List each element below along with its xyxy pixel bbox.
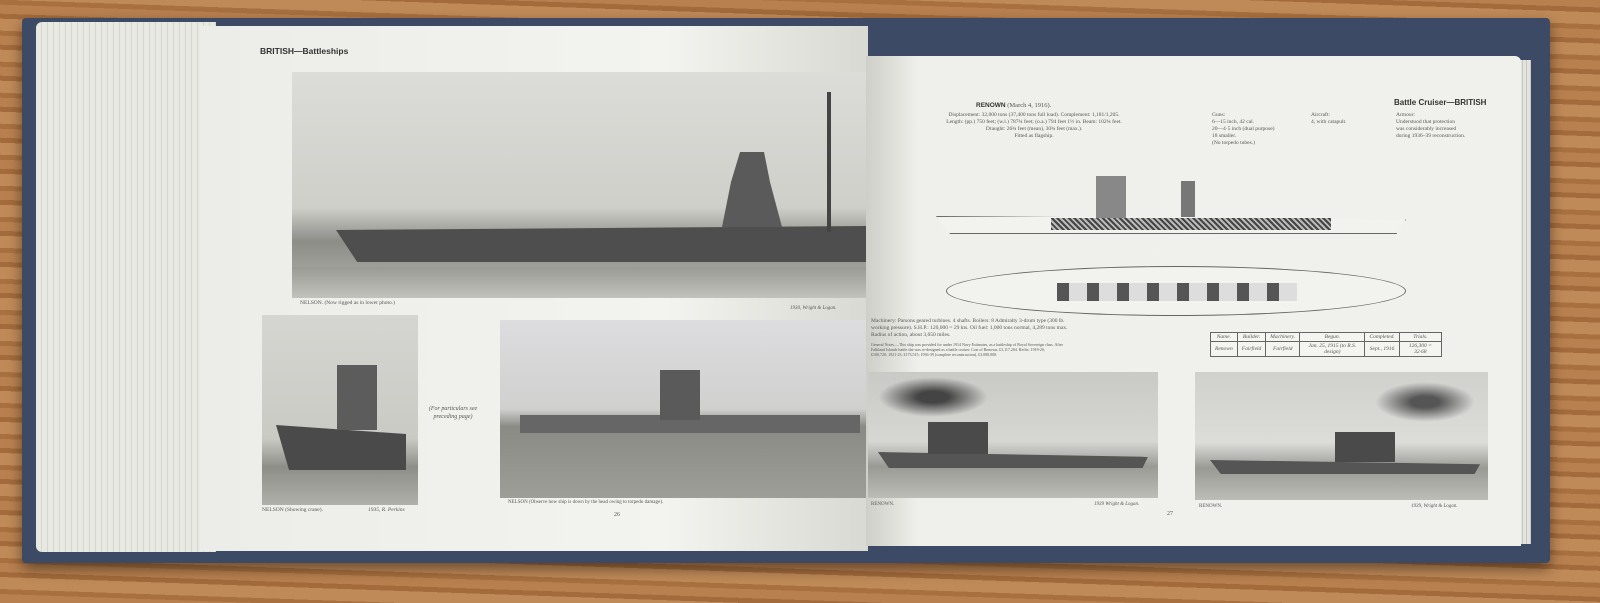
- guns: Guns:6—15 inch, 42 cal.20—4·5 inch (dual…: [1212, 112, 1274, 146]
- photo-nelson-mid: [500, 320, 866, 498]
- specs: Displacement: 32,000 tons (37,400 tons f…: [864, 112, 1204, 140]
- ship-title: RENOWN: [976, 102, 1006, 109]
- spec-line: Draught: 26¾ feet (mean), 30¾ feet (max.…: [985, 125, 1083, 132]
- profile-drawing: [936, 176, 1406, 234]
- armour-line: Understood that protection: [1396, 118, 1455, 125]
- ship-date: (March 4, 1916).: [1007, 102, 1052, 109]
- photo-renown-right: [1195, 372, 1488, 500]
- machinery: Machinery: Parsons geared turbines. 4 sh…: [871, 318, 1068, 339]
- th: Name.: [1210, 332, 1238, 342]
- spec-line: Fitted as flagship.: [1014, 132, 1054, 139]
- guns-line: Guns:: [1212, 112, 1226, 118]
- ship-table: Name.Builder.Machinery.Begun.Completed.T…: [1210, 332, 1443, 357]
- caption-renown-right: RENOWN.: [1199, 504, 1223, 509]
- spec-line: Length: (pp.) 750 feet; (w.l.) 787¾ feet…: [946, 118, 1122, 125]
- td: 126,300 = 32·68: [1398, 341, 1443, 357]
- td: Jan. 25, 1915 (to R.S. design): [1299, 341, 1366, 357]
- td: Renown: [1210, 341, 1238, 357]
- photo-nelson-top: [292, 72, 866, 298]
- aircraft-line: Aircraft:: [1311, 112, 1330, 118]
- td: Fairfield: [1236, 341, 1267, 357]
- photo-renown-left: [868, 372, 1158, 498]
- machinery-line: Machinery: Parsons geared turbines. 4 sh…: [871, 318, 1065, 324]
- guns-line: 20—4·5 inch (dual purpose): [1212, 125, 1275, 132]
- machinery-line: Radius of action, about 3,650 miles.: [871, 331, 951, 338]
- td: Sept., 1916: [1364, 341, 1400, 357]
- general-notes: General Notes.—This ship was provided fo…: [871, 342, 1063, 357]
- left-page: BRITISH—Battleships NELSON. (Now rigged …: [200, 26, 868, 551]
- spec-line: Displacement: 32,000 tons (37,400 tons f…: [948, 112, 1120, 118]
- credit-top: 1930, Wright & Logan.: [790, 306, 837, 311]
- notes-line: Falkland Islands battle she was re-desig…: [871, 347, 1045, 352]
- th: Builder.: [1236, 332, 1267, 342]
- caption-renown-left: RENOWN.: [871, 502, 895, 507]
- caption-small: NELSON (Showing crane).: [262, 507, 323, 513]
- table-header-row: Name.Builder.Machinery.Begun.Completed.T…: [1210, 332, 1443, 342]
- page-number-right: 27: [1167, 511, 1173, 517]
- th: Begun.: [1299, 332, 1366, 342]
- guns-line: 18 smaller.: [1212, 132, 1237, 139]
- plan-drawing: [946, 266, 1406, 316]
- photo-nelson-crane: [262, 315, 418, 505]
- caption-mid: NELSON (Observe how ship is down by the …: [508, 500, 664, 505]
- right-page-header: Battle Cruiser—BRITISH: [1394, 98, 1487, 107]
- armour-line: during 1936–39 reconstruction.: [1396, 132, 1466, 139]
- right-page: Battle Cruiser—BRITISH RENOWN (March 4, …: [866, 56, 1521, 546]
- th: Machinery.: [1265, 332, 1301, 342]
- left-page-header: BRITISH—Battleships: [260, 46, 349, 56]
- notes-line: General Notes.—This ship was provided fo…: [871, 342, 1063, 347]
- caption-top: NELSON. (Now rigged as in lower photo.): [300, 300, 396, 306]
- aircraft-line: 4, with catapult.: [1311, 118, 1347, 125]
- armour-line: was considerably increased: [1396, 125, 1457, 132]
- particulars-note: (For particulars see preceding page): [428, 406, 478, 420]
- th: Completed.: [1364, 332, 1400, 342]
- credit-renown-left: 1939 Wright & Logan.: [1094, 502, 1140, 507]
- credit-renown-right: 1939, Wright & Logan.: [1411, 504, 1458, 509]
- page-stack-left: [36, 22, 216, 552]
- credit-small: 1935, R. Perkins: [368, 507, 405, 513]
- page-number-left: 26: [614, 512, 620, 518]
- td: Fairfield: [1265, 341, 1301, 357]
- ship-title-line: RENOWN (March 4, 1916).: [976, 102, 1051, 110]
- armour-line: Armour:: [1396, 112, 1415, 118]
- aircraft: Aircraft:4, with catapult.: [1311, 112, 1346, 126]
- machinery-line: working pressure). S.H.P.: 120,000 = 29 …: [871, 324, 1068, 331]
- notes-line: £100,720; 1921-23, £173,515; 1936-39 (co…: [871, 352, 998, 357]
- th: Trials.: [1398, 332, 1443, 342]
- guns-line: (No torpedo tubes.): [1212, 139, 1255, 146]
- guns-line: 6—15 inch, 42 cal.: [1212, 118, 1255, 125]
